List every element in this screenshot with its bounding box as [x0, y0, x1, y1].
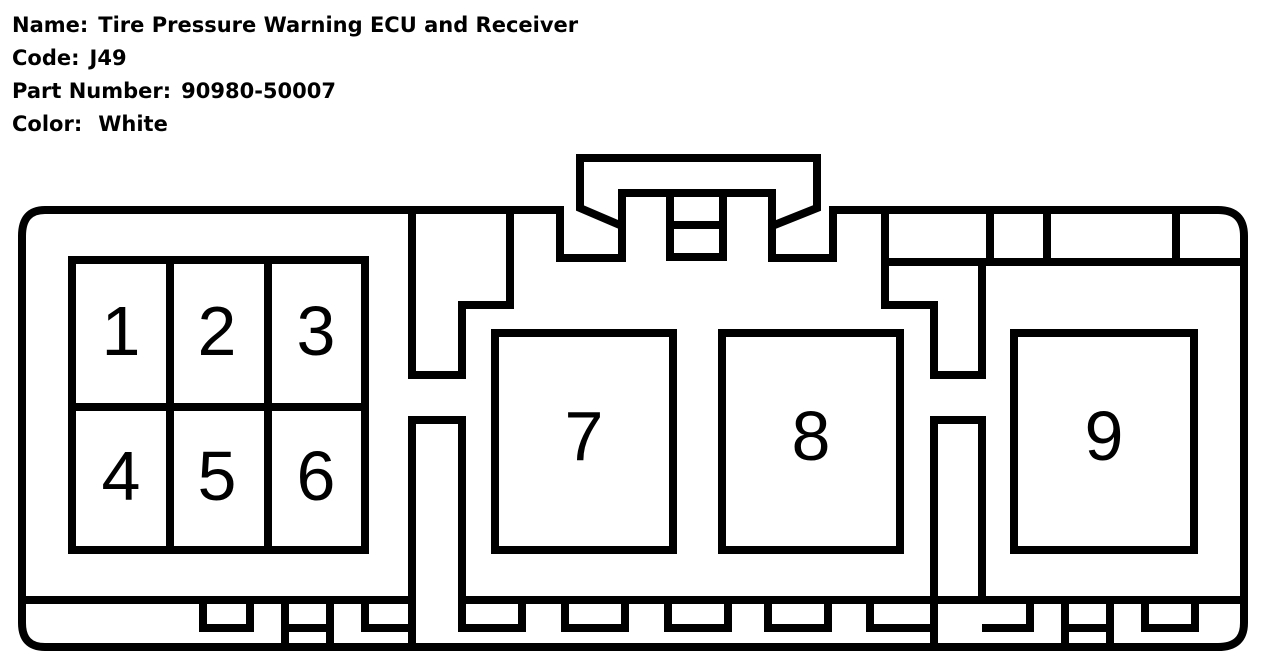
bottom-notch-7 [764, 600, 832, 632]
bottom-notch-2 [281, 600, 334, 632]
pin-label-6: 6 [297, 437, 336, 515]
part-number-value: 90980-50007 [181, 79, 336, 103]
bottom-notch-1 [199, 600, 254, 632]
bottom-notch-11 [1141, 600, 1199, 632]
pin-label-4: 4 [102, 437, 141, 515]
pin-label-2: 2 [198, 292, 237, 370]
cavity-7 [491, 329, 677, 554]
bottom-notch-9 [982, 600, 1034, 632]
divider-left-bottom [408, 416, 986, 647]
connector-housing [18, 154, 1248, 651]
pin-label-8: 8 [792, 397, 831, 475]
code-value: J49 [89, 46, 127, 70]
part-number-label: Part Number: [12, 79, 172, 103]
name-value: Tire Pressure Warning ECU and Receiver [98, 13, 579, 37]
code-label: Code: [12, 46, 80, 70]
pin-label-5: 5 [198, 437, 237, 515]
bottom-notch-3 [361, 600, 412, 632]
connector-info: Name: Tire Pressure Warning ECU and Recei… [12, 10, 578, 142]
part-number-row: Part Number: 90980-50007 [12, 76, 578, 109]
bottom-notch-4 [458, 600, 526, 632]
bottom-notch-5 [561, 600, 629, 632]
pin-label-3: 3 [297, 292, 336, 370]
pin-label-1: 1 [102, 292, 141, 370]
pin-label-9: 9 [1085, 397, 1124, 475]
bottom-notch-6 [664, 600, 732, 632]
code-row: Code: J49 [12, 43, 578, 76]
cavity-9 [1010, 329, 1198, 554]
color-row: Color: White [12, 109, 578, 142]
color-value: White [98, 112, 168, 136]
cavity-8 [718, 329, 904, 554]
bottom-notch-8 [866, 600, 934, 632]
bottom-notch-10 [1061, 600, 1114, 632]
pin-label-7: 7 [565, 397, 604, 475]
name-row: Name: Tire Pressure Warning ECU and Recei… [12, 10, 578, 43]
color-label: Color: [12, 112, 83, 136]
divider-left-top [408, 210, 514, 379]
name-label: Name: [12, 13, 89, 37]
